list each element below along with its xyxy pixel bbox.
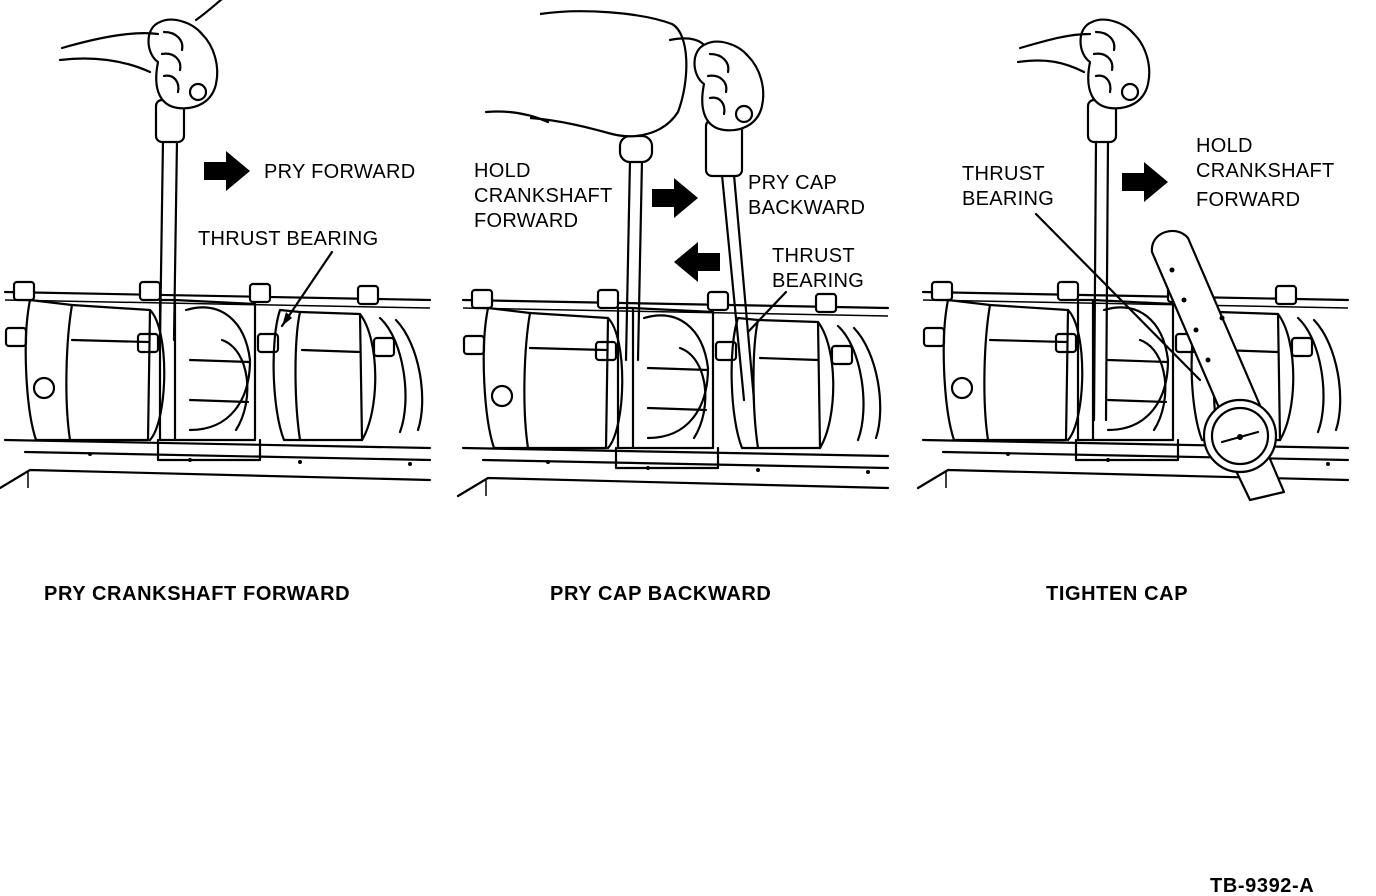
figure-id: TB-9392-A	[1210, 875, 1314, 896]
caption-pry-cap-backward: PRY CAP BACKWARD	[550, 583, 771, 605]
leader-line	[280, 250, 334, 328]
torque-wrench-icon	[1150, 229, 1286, 502]
label-thrust-bearing: THRUST BEARING	[198, 228, 379, 250]
label-thrust-bearing: THRUST BEARING	[962, 163, 1054, 210]
panel-pry-crankshaft-forward: PRY FORWARD THRUST BEARING PRY CRANKSHAF…	[0, 0, 432, 605]
arrow-right-icon	[1122, 162, 1168, 202]
label-hold-crankshaft-forward: HOLD CRANKSHAFT FORWARD	[474, 160, 618, 232]
arrow-left-icon	[674, 242, 720, 282]
label-hold-crankshaft-forward: HOLD CRANKSHAFT FORWARD	[1196, 135, 1340, 211]
panel-pry-cap-backward: HOLD CRANKSHAFT FORWARD PRY CAP BACKWARD…	[456, 10, 890, 605]
hand-icon	[693, 40, 765, 132]
caption-pry-crankshaft-forward: PRY CRANKSHAFT FORWARD	[44, 583, 350, 605]
hand-icon	[147, 18, 219, 110]
label-thrust-bearing: THRUST BEARING	[772, 245, 864, 292]
leader-line	[746, 290, 788, 334]
screwdriver-icon	[704, 118, 756, 402]
panel-tighten-cap: THRUST BEARING HOLD CRANKSHAFT FORWARD T…	[916, 18, 1350, 605]
forearm	[60, 32, 160, 50]
leader-line	[1034, 212, 1202, 382]
engine-block	[456, 288, 890, 498]
caption-tighten-cap: TIGHTEN CAP	[1046, 583, 1188, 605]
screwdriver-icon	[618, 134, 654, 362]
label-pry-forward: PRY FORWARD	[264, 161, 415, 183]
hand-icon	[1079, 18, 1151, 110]
arrow-right-icon	[204, 151, 250, 191]
screwdriver-icon	[1086, 98, 1118, 422]
arrow-right-icon	[652, 178, 698, 218]
engine-block	[0, 280, 432, 490]
label-pry-cap-backward: PRY CAP BACKWARD	[748, 172, 865, 219]
hand-icon	[484, 10, 710, 138]
